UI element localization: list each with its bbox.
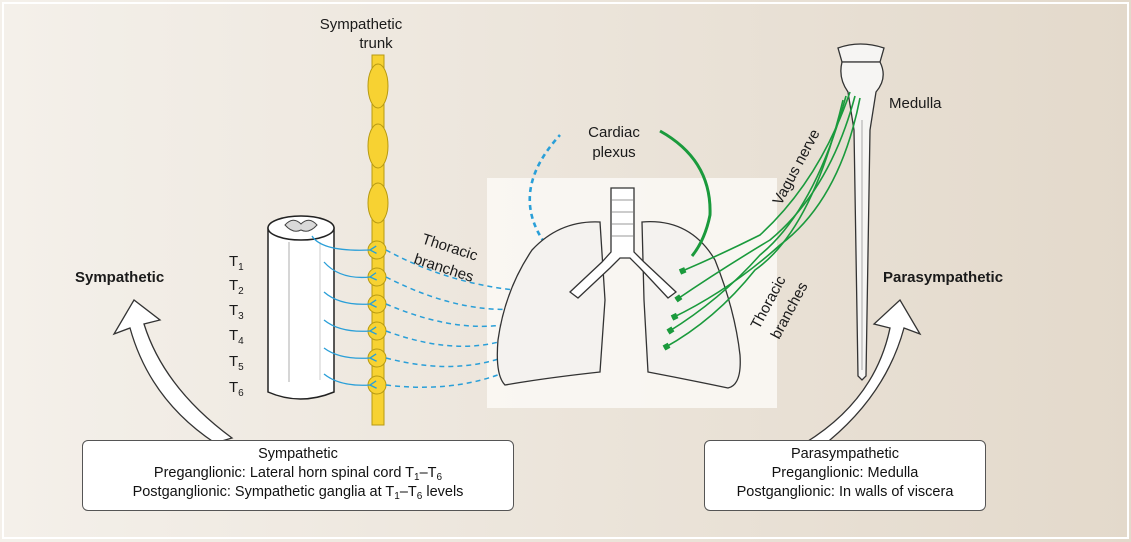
sympathetic-info-box: Sympathetic Preganglionic: Lateral horn … xyxy=(82,440,514,511)
segment-label: T5 xyxy=(229,353,244,373)
sympathetic-trunk-label-2: trunk xyxy=(359,35,393,52)
ganglion-t5 xyxy=(367,348,387,368)
medulla-label: Medulla xyxy=(889,95,942,112)
segment-label: T6 xyxy=(229,379,244,399)
sympathetic-trunk-label: Sympathetic xyxy=(320,16,403,33)
sympathetic-preganglionic-fibers xyxy=(311,235,377,389)
sympathetic-box-preganglionic: Preganglionic: Lateral horn spinal cord … xyxy=(153,465,443,483)
segment-label: T4 xyxy=(229,327,244,347)
sympathetic-box-postganglionic: Postganglionic: Sympathetic ganglia at T… xyxy=(132,484,464,502)
ganglion-t6 xyxy=(367,375,387,395)
lungs-icon xyxy=(496,221,741,389)
arrow-up-left-icon xyxy=(112,299,234,444)
parasympathetic-side-label: Parasympathetic xyxy=(883,269,1003,286)
parasympathetic-info-box: Parasympathetic Preganglionic: Medulla P… xyxy=(704,440,986,511)
segment-labels: T1 T2 T3 T4 T5 T6 xyxy=(229,253,244,399)
segment-label: T2 xyxy=(229,277,244,297)
spinal-cord-segment-icon xyxy=(267,215,335,400)
segment-label: T1 xyxy=(229,253,244,273)
ganglion-t2 xyxy=(367,267,387,287)
parasympathetic-box-postganglionic: Postganglionic: In walls of viscera xyxy=(736,484,954,500)
cardiac-plexus-label: Cardiac xyxy=(588,124,640,141)
arrow-up-right-icon xyxy=(803,298,922,449)
segment-label: T3 xyxy=(229,302,244,322)
parasympathetic-box-title: Parasympathetic xyxy=(791,446,899,462)
brainstem-medulla-icon xyxy=(837,43,885,381)
sympathetic-side-label: Sympathetic xyxy=(75,269,164,286)
ganglion-t1 xyxy=(367,240,387,260)
ganglion-t4 xyxy=(367,321,387,341)
sympathetic-box-title: Sympathetic xyxy=(258,446,338,462)
parasympathetic-fibers xyxy=(659,91,861,351)
parasympathetic-box-preganglionic: Preganglionic: Medulla xyxy=(771,465,919,481)
trachea-icon xyxy=(568,187,678,299)
cardiac-plexus-label-2: plexus xyxy=(592,144,635,161)
ganglion-t3 xyxy=(367,294,387,314)
